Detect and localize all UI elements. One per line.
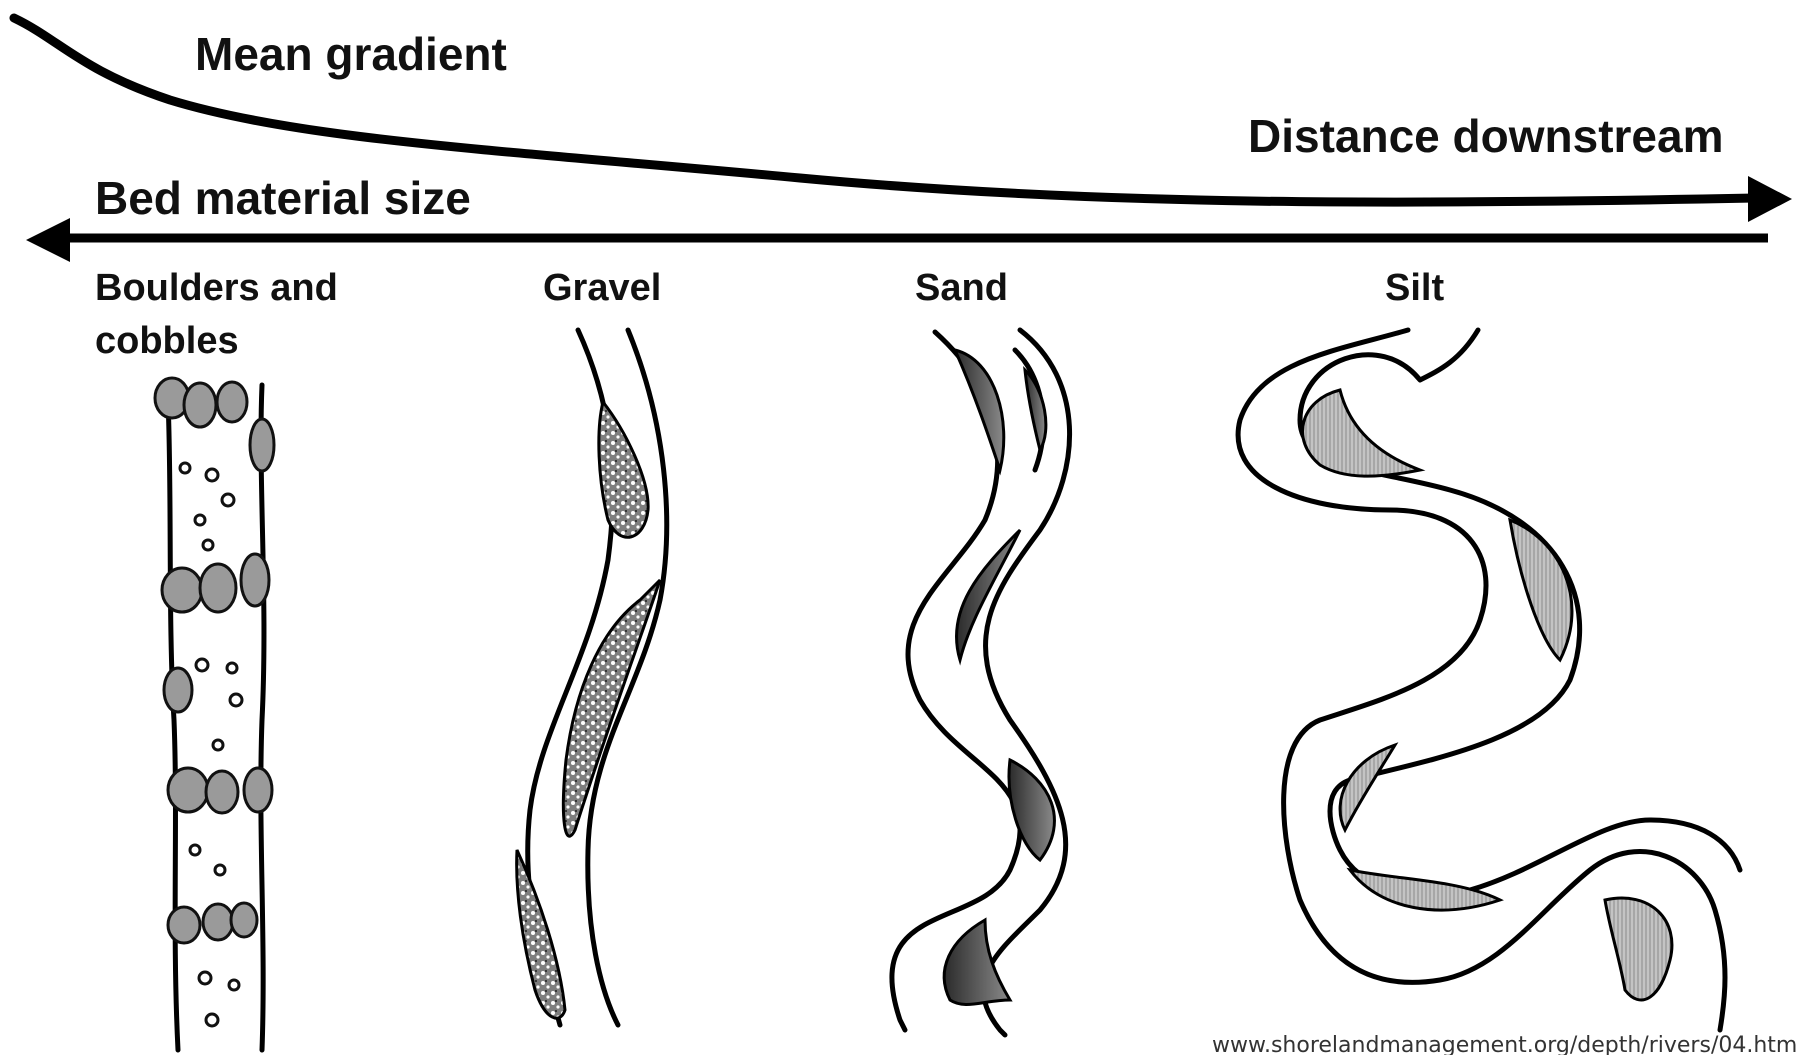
silt-channel <box>1238 330 1740 1030</box>
boulder-cluster-top <box>155 378 274 471</box>
silt-label: Silt <box>1385 267 1444 309</box>
sand-bar-1 <box>955 350 1004 470</box>
gravel-bar-middle <box>563 580 660 836</box>
silt-bar-4 <box>1350 870 1500 910</box>
sand-bar-5 <box>944 920 1010 1004</box>
mean-gradient-label: Mean gradient <box>195 28 507 80</box>
silt-bar-1 <box>1303 390 1420 476</box>
gravel-bar-upper <box>599 402 648 537</box>
distance-downstream-label: Distance downstream <box>1248 110 1723 162</box>
sand-channel <box>892 330 1070 1035</box>
sand-bar-2 <box>1025 370 1046 450</box>
gravel-bar-lower <box>517 850 565 1018</box>
distance-arrowhead <box>1748 176 1792 222</box>
boulders-label-line2: cobbles <box>95 320 239 362</box>
boulder-cluster-lower <box>168 768 272 943</box>
silt-bar-5 <box>1605 898 1672 1000</box>
silt-bar-2 <box>1510 520 1572 660</box>
gravel-label: Gravel <box>543 267 661 309</box>
boulders-label-line1: Boulders and <box>95 267 338 309</box>
bed-material-arrowhead <box>26 218 70 262</box>
boulder-channel <box>155 378 274 1050</box>
source-credit: www.shorelandmanagement.org/depth/rivers… <box>1212 1033 1797 1055</box>
silt-bar-3 <box>1340 745 1395 830</box>
gravel-channel <box>517 330 667 1025</box>
boulder-cluster-middle <box>162 554 269 712</box>
bed-material-size-label: Bed material size <box>95 172 471 224</box>
sand-label: Sand <box>915 267 1008 309</box>
